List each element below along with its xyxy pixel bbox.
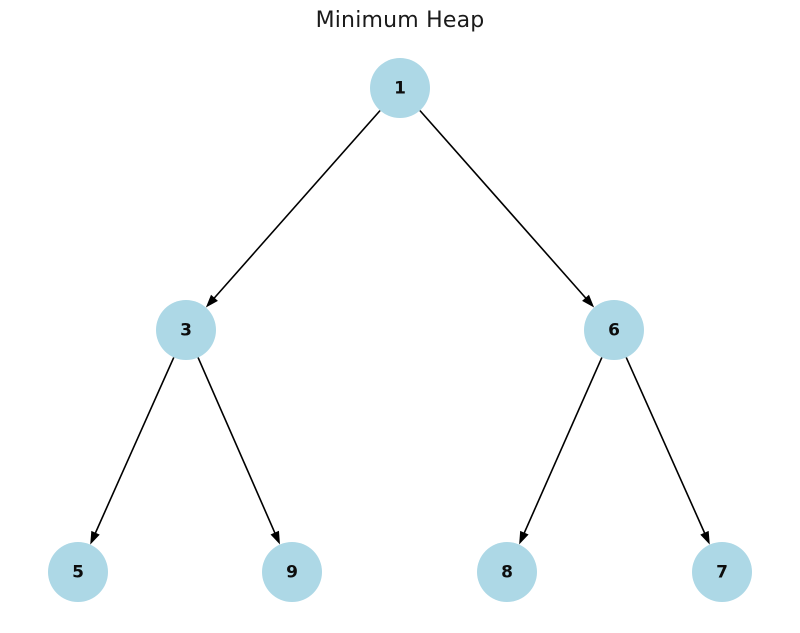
- edge-arrowhead-icon: [519, 530, 529, 545]
- page-title: Minimum Heap: [315, 8, 485, 33]
- edge-arrowhead-icon: [700, 530, 710, 545]
- node-circle[interactable]: [584, 300, 644, 360]
- edge-arrowhead-icon: [90, 530, 100, 545]
- tree-node[interactable]: 1: [370, 58, 430, 118]
- edge-line: [419, 109, 590, 303]
- edge-line: [92, 357, 175, 538]
- tree-node[interactable]: 3: [156, 300, 216, 360]
- node-circle[interactable]: [692, 542, 752, 602]
- edge-arrowhead-icon: [270, 530, 280, 545]
- edges-layer: [90, 109, 710, 545]
- node-label: 9: [286, 563, 298, 583]
- tree-edge: [197, 357, 280, 545]
- tree-edge: [419, 109, 595, 308]
- node-label: 5: [72, 563, 84, 583]
- edge-line: [197, 357, 278, 538]
- node-label: 3: [180, 321, 192, 341]
- node-label: 8: [501, 563, 513, 583]
- tree-node[interactable]: 9: [262, 542, 322, 602]
- tree-node[interactable]: 5: [48, 542, 108, 602]
- node-circle[interactable]: [370, 58, 430, 118]
- nodes-layer: 1 3 6 5 9 8 7: [48, 58, 752, 602]
- node-label: 7: [716, 563, 728, 583]
- tree-edge: [519, 357, 603, 545]
- node-label: 1: [394, 79, 406, 99]
- edge-line: [521, 357, 603, 538]
- tree-node[interactable]: 6: [584, 300, 644, 360]
- edge-line: [210, 109, 381, 303]
- edge-arrowhead-icon: [205, 294, 218, 308]
- tree-edge: [90, 357, 175, 545]
- node-circle[interactable]: [156, 300, 216, 360]
- edge-arrowhead-icon: [582, 294, 595, 308]
- node-circle[interactable]: [262, 542, 322, 602]
- tree-edge: [205, 109, 381, 308]
- edge-line: [625, 357, 708, 538]
- node-label: 6: [608, 321, 620, 341]
- tree-edge: [625, 357, 710, 545]
- tree-node[interactable]: 7: [692, 542, 752, 602]
- tree-node[interactable]: 8: [477, 542, 537, 602]
- node-circle[interactable]: [48, 542, 108, 602]
- node-circle[interactable]: [477, 542, 537, 602]
